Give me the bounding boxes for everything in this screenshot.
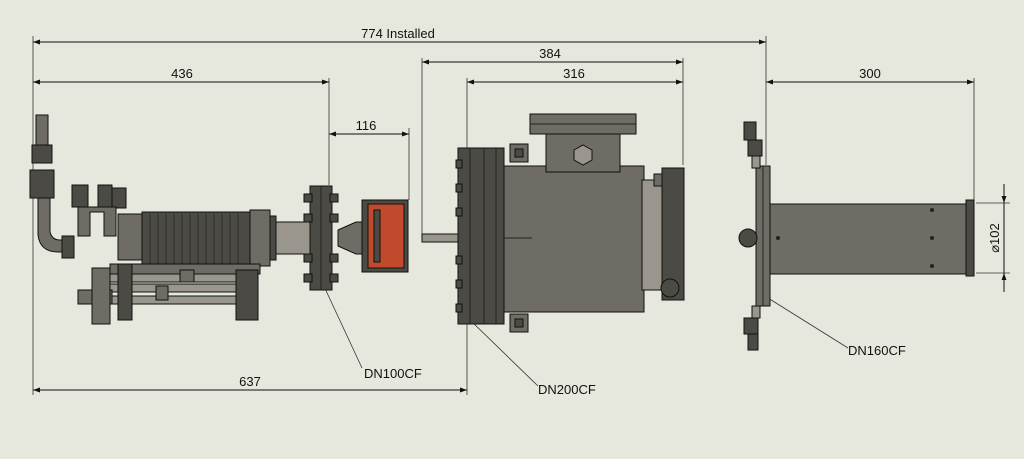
source-assembly [29,114,311,325]
dn100cf-flange [303,185,339,291]
dim-diameter-label: ⌀102 [987,223,1002,253]
dim-637-label: 637 [239,374,261,389]
dn160cf-tube [738,121,975,351]
dim-316-label: 316 [563,66,585,81]
leader-lines [321,281,849,387]
callout-dn160cf: DN160CF [848,343,906,358]
dim-installed-label: 774 Installed [361,26,435,41]
callout-dn200cf: DN200CF [538,382,596,397]
dimension-lines [33,39,1007,393]
dim-384-label: 384 [539,46,561,61]
dn200cf-chamber [421,113,685,333]
dim-116-label: 116 [356,118,377,133]
callout-dn100cf: DN100CF [364,366,422,381]
dim-300-label: 300 [859,66,881,81]
dim-436-label: 436 [171,66,193,81]
copper-skimmer-cap [337,199,409,273]
